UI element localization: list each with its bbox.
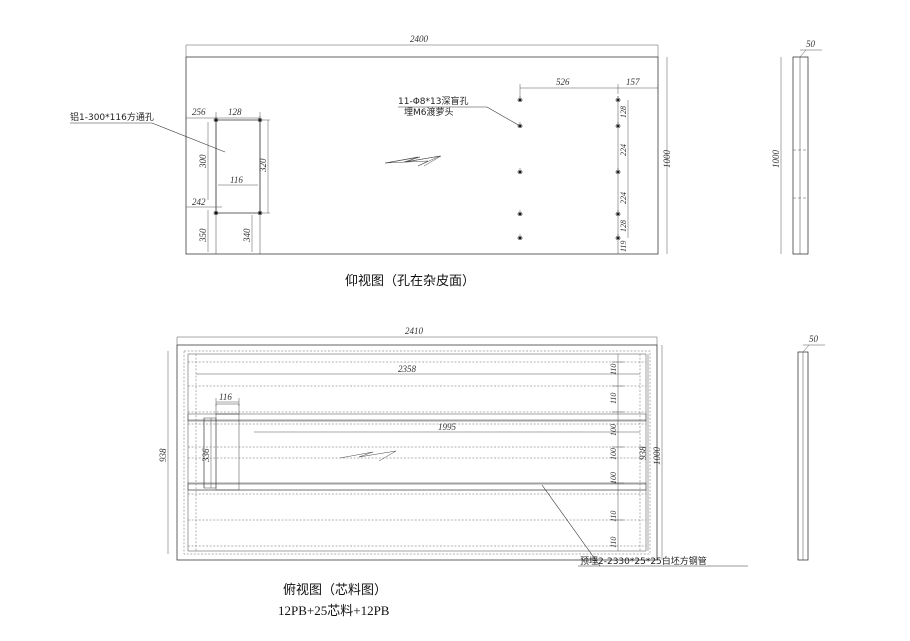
annotation-blind-hole-line2: 埋M6渡萝头 — [404, 106, 454, 118]
dim-938-right: 938 — [638, 354, 649, 551]
dim-right-vertical-chain: 128 224 224 128 119 — [619, 100, 629, 252]
notch-block — [203, 403, 240, 491]
dim-thickness-50-bottom: 50 — [802, 334, 825, 353]
dim-320: 320 — [258, 119, 270, 214]
dim-2358: 2358 — [196, 364, 640, 375]
dim-label-110-d: 110 — [609, 537, 618, 548]
top-view-subtitle: 12PB+25芯料+12PB — [278, 603, 390, 618]
dim-label-100-a: 100 — [609, 424, 618, 436]
dim-label-128-b: 128 — [619, 220, 628, 232]
dim-label-2410: 2410 — [405, 326, 424, 336]
dim-label-1000-bottom-view: 1000 — [662, 150, 672, 169]
dim-label-50-top: 50 — [806, 39, 816, 49]
dim-side-height-1000-top: 1000 — [771, 57, 782, 254]
annotation-blind-holes: 11-Φ8*13深盲孔 埋M6渡萝头 — [398, 95, 521, 127]
dim-label-938-right: 938 — [638, 446, 648, 460]
dim-label-350: 350 — [198, 228, 208, 243]
grain-direction-arrow — [384, 155, 442, 167]
annotation-embedded-tube-text: 预埋2-2330*25*25白坯方钢管 — [580, 555, 707, 567]
bottom-view-side-group: 50 1000 — [771, 39, 822, 255]
dim-242: 242 — [186, 197, 222, 208]
dim-350: 350 — [198, 210, 209, 252]
dim-label-300: 300 — [198, 154, 208, 169]
dim-label-157: 157 — [626, 77, 640, 87]
dim-thickness-50-top: 50 — [799, 39, 822, 58]
top-view-title: 俯视图（芯料图） — [283, 582, 387, 598]
dim-label-128-a: 128 — [619, 106, 628, 118]
dim-label-110-b: 110 — [609, 393, 618, 404]
dim-label-116-top-view: 116 — [219, 392, 232, 402]
dim-336: 336 — [201, 418, 212, 488]
dim-label-526: 526 — [556, 77, 570, 87]
top-view-group: 116 336 2410 2358 1995 — [158, 326, 748, 618]
dim-label-100-b: 100 — [609, 448, 618, 460]
side-edge-outline-top — [792, 56, 809, 255]
right-hole-column — [615, 96, 621, 254]
dim-1995: 1995 — [254, 422, 640, 433]
embedded-steel-tubes — [187, 413, 647, 491]
dim-938-left: 938 — [158, 351, 169, 554]
dim-116-top-view: 116 — [215, 392, 240, 406]
panel-core-frame — [187, 353, 647, 552]
annotation-square-hole-text: 铝1-300*116方通孔 — [70, 111, 154, 123]
annotation-blind-hole-line1: 11-Φ8*13深盲孔 — [398, 95, 468, 107]
dim-chain-256-128: 256 128 — [185, 107, 261, 120]
dim-overall-height-1000: 1000 — [662, 57, 672, 254]
dim-label-110-c: 110 — [609, 511, 618, 522]
top-view-side-group: 50 — [797, 334, 825, 561]
grain-direction-arrow-lower — [339, 450, 397, 462]
dim-label-116-bottom-view: 116 — [230, 175, 243, 185]
annotation-embedded-tube: 预埋2-2330*25*25白坯方钢管 — [541, 484, 748, 567]
dim-label-1000-side-top: 1000 — [771, 150, 781, 169]
panel-inner-frame — [183, 350, 651, 555]
dim-label-242: 242 — [192, 197, 206, 207]
panel-outline-top-view — [176, 344, 658, 561]
dim-116-bottom-view: 116 — [218, 175, 258, 186]
core-rails — [188, 361, 646, 547]
dim-label-224-b: 224 — [619, 192, 628, 204]
dim-label-340: 340 — [242, 228, 252, 243]
dim-label-110-a: 110 — [609, 364, 618, 375]
dim-right-chain-top-view: 110 110 100 100 100 110 110 — [609, 354, 624, 551]
dim-label-119: 119 — [619, 241, 628, 252]
dim-label-2400: 2400 — [410, 34, 429, 44]
dim-label-336: 336 — [201, 448, 211, 463]
dim-chain-526-157: 526 157 — [519, 77, 659, 100]
middle-hole-column — [517, 96, 523, 241]
core-stiles — [195, 354, 641, 551]
dim-label-1000-top-view: 1000 — [652, 447, 662, 466]
dim-overall-width-2400: 2400 — [185, 34, 659, 57]
dim-340: 340 — [242, 215, 253, 252]
dim-label-50-bottom: 50 — [809, 334, 819, 344]
panel-outline-bottom-view — [185, 56, 659, 255]
dim-label-100-c: 100 — [609, 472, 618, 484]
cutout-corner-holes — [213, 116, 263, 216]
bottom-view-group: 2400 1000 — [70, 34, 672, 289]
dim-label-320: 320 — [258, 158, 268, 173]
dim-overall-2410: 2410 — [176, 326, 658, 345]
dim-1000-right-top-view: 1000 — [652, 345, 663, 560]
annotation-square-hole: 铝1-300*116方通孔 — [70, 111, 226, 153]
dim-label-224-a: 224 — [619, 144, 628, 156]
dim-300: 300 — [198, 122, 209, 200]
dim-label-2358: 2358 — [398, 364, 417, 374]
bottom-view-title: 仰视图（孔在杂皮面） — [345, 274, 475, 289]
square-through-hole-outline — [215, 119, 261, 214]
dim-label-1995: 1995 — [438, 422, 457, 432]
dim-label-128: 128 — [228, 107, 242, 117]
dim-label-938-left: 938 — [158, 448, 168, 462]
dim-label-256: 256 — [192, 107, 206, 117]
